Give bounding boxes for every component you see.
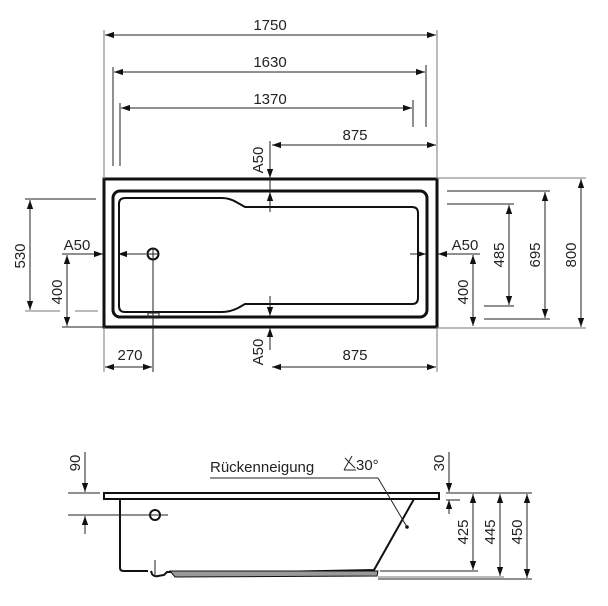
- back-slope-text: Rückenneigung: [210, 459, 314, 476]
- drain-icon: [146, 247, 160, 261]
- dim-1630: 1630: [253, 54, 286, 71]
- dim-90: 90: [67, 455, 84, 472]
- dim-450: 450: [509, 519, 526, 544]
- dim-1370: 1370: [253, 91, 286, 108]
- dim-530: 530: [12, 243, 29, 268]
- tub-base: [168, 570, 379, 578]
- dim-400-right: 400: [455, 279, 472, 304]
- dim-800: 800: [563, 242, 580, 267]
- dim-695: 695: [527, 242, 544, 267]
- clearance-a50-left: A50: [64, 237, 91, 254]
- dim-1750: 1750: [253, 17, 286, 34]
- dim-30: 30: [431, 455, 448, 472]
- top-view: 1750 1630 1370 875 A50 A50 270 875 A50: [12, 17, 586, 372]
- dim-425: 425: [455, 519, 472, 544]
- dim-400-left: 400: [49, 279, 66, 304]
- dim-485: 485: [491, 242, 508, 267]
- back-slope-label: Rückenneigung: [210, 459, 314, 476]
- clearance-a50-top: A50: [250, 147, 267, 174]
- dim-875-bottom: 875: [342, 347, 367, 364]
- dim-445: 445: [482, 519, 499, 544]
- dim-270: 270: [117, 347, 142, 364]
- tub-rim-profile: [103, 492, 440, 500]
- dim-875-top: 875: [342, 127, 367, 144]
- angle-icon: [343, 455, 356, 471]
- clearance-a50-bottom: A50: [250, 339, 267, 366]
- clearance-a50-right: A50: [452, 237, 479, 254]
- tub-basin-outline: [118, 197, 419, 313]
- side-view: 90 Rückenneigung 30° 30 425 445 450: [67, 452, 532, 580]
- tub-body-profile: [119, 498, 415, 578]
- back-slope-angle: 30°: [356, 457, 379, 474]
